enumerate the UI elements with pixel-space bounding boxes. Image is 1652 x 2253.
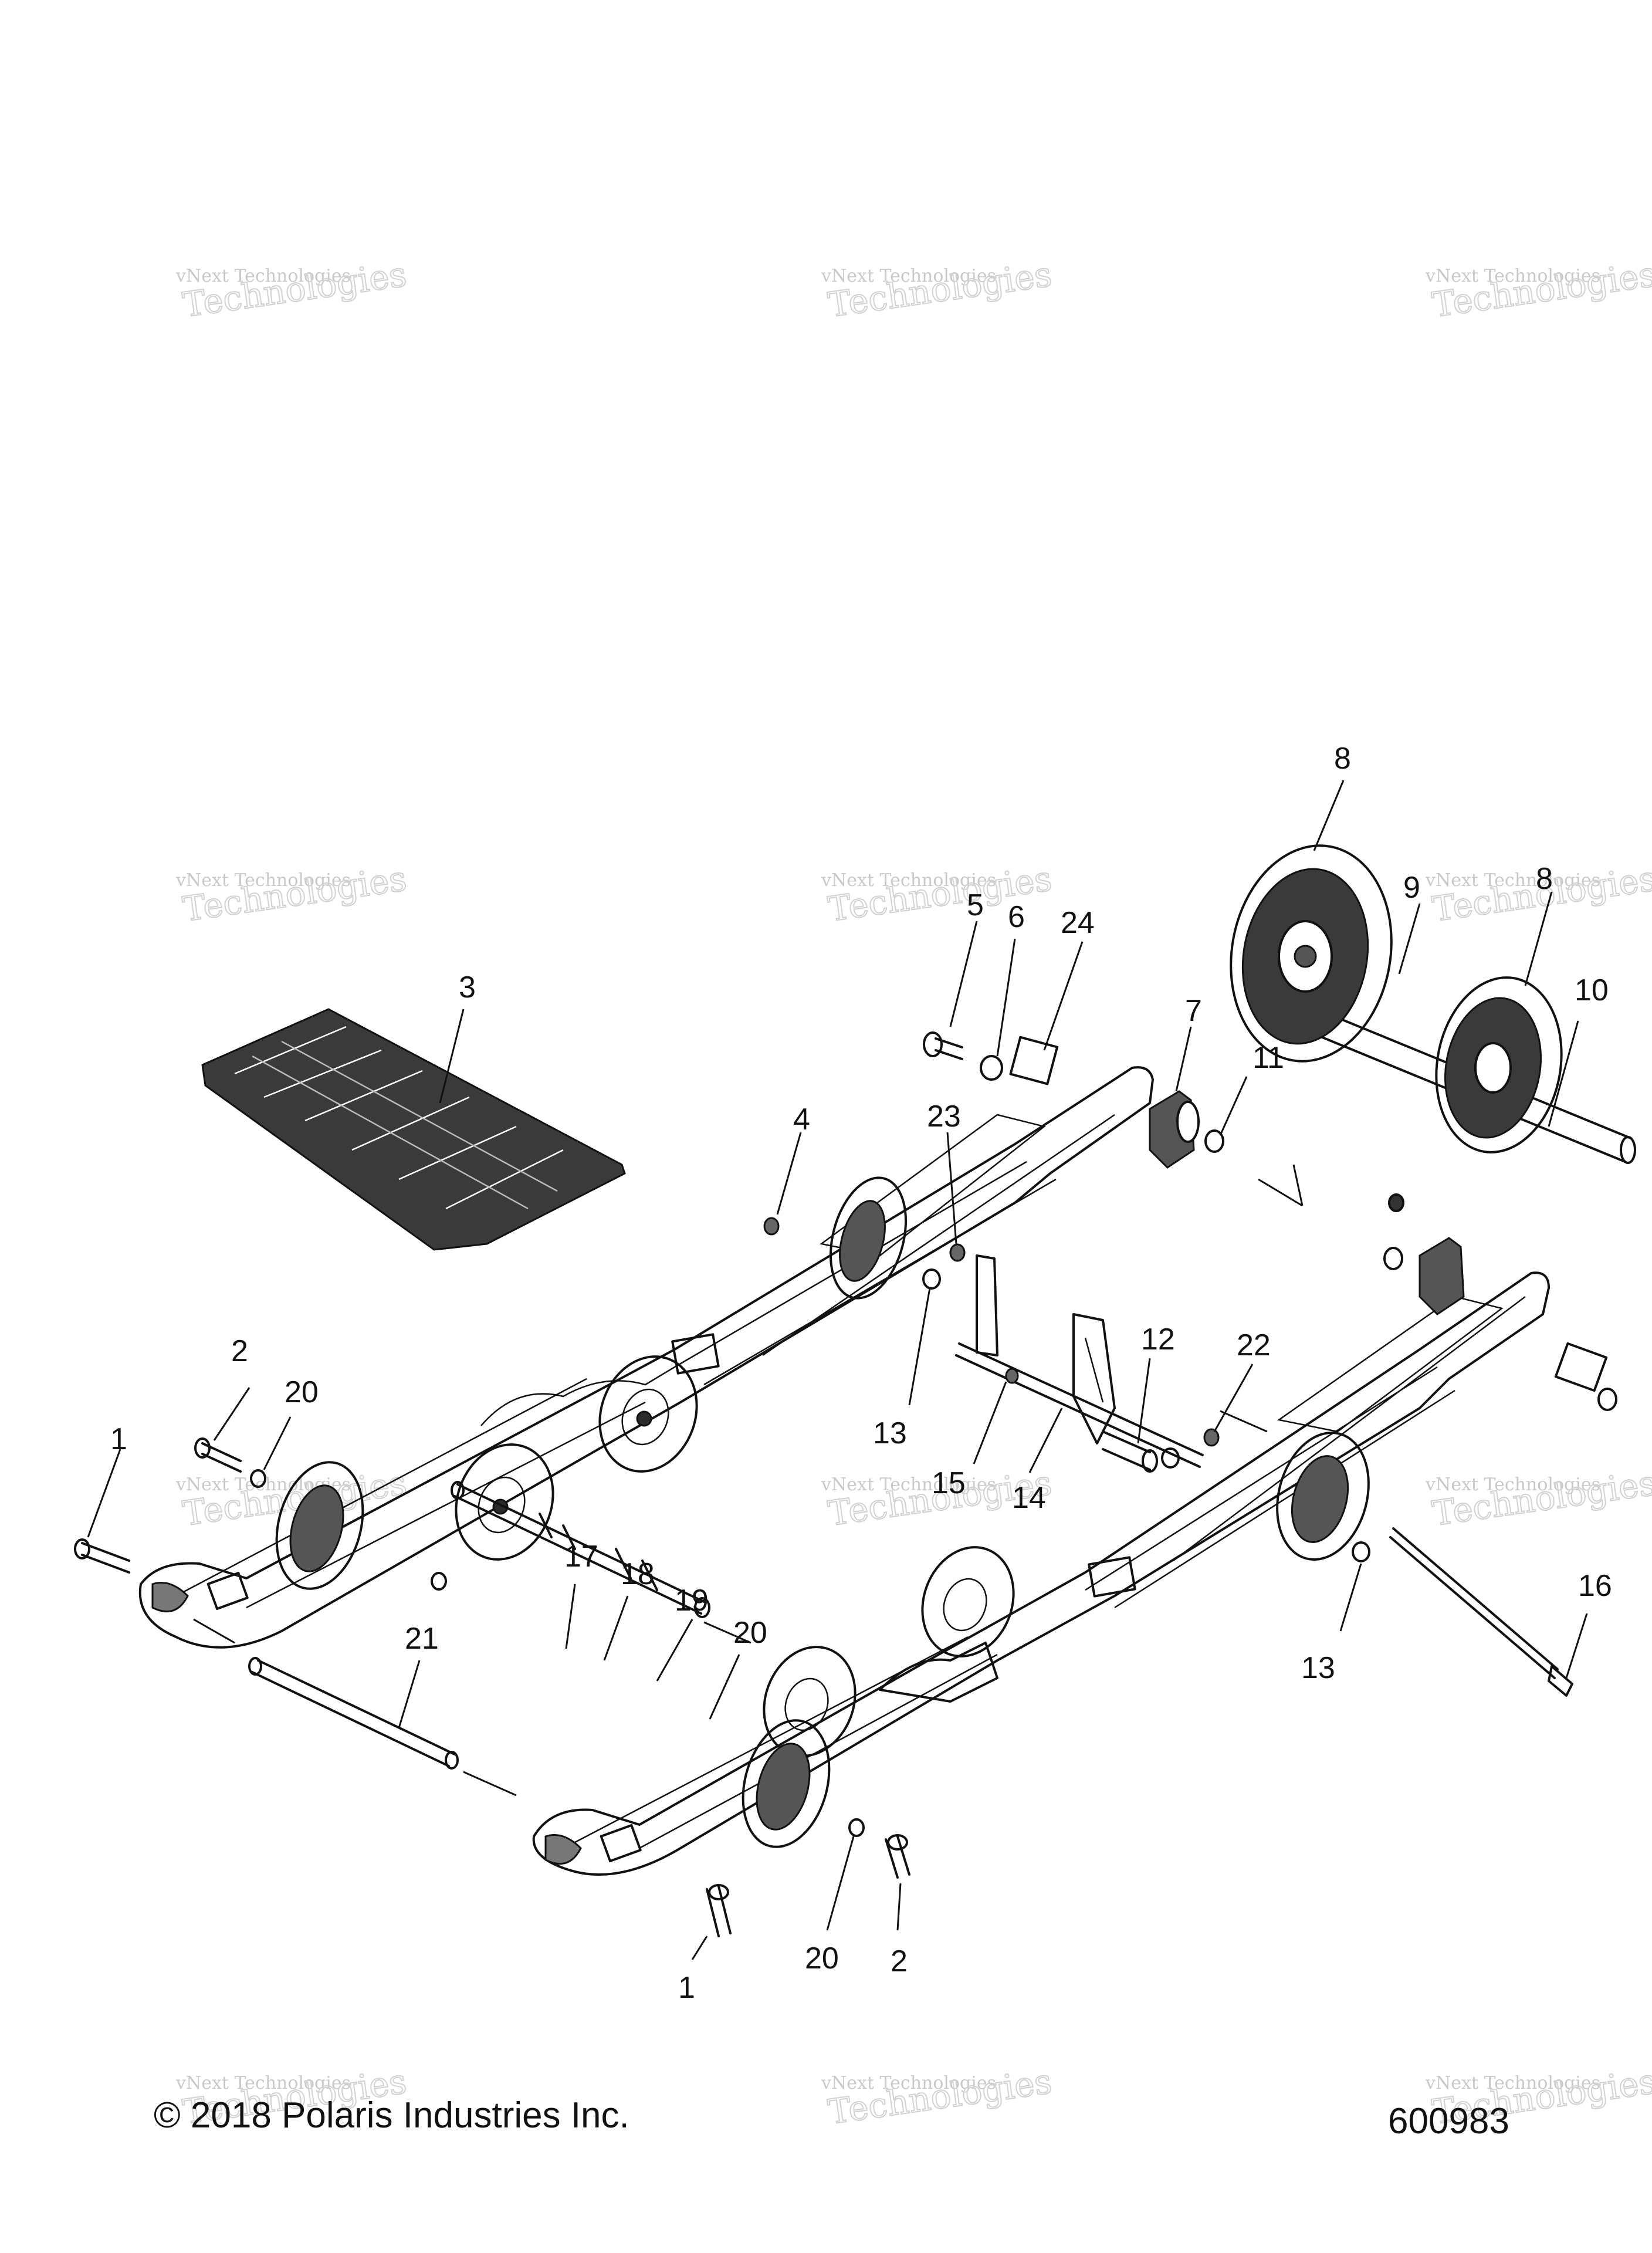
part-3-pad (201, 1008, 626, 1251)
callout-24: 24 (1061, 906, 1095, 940)
callout-3: 3 (459, 970, 476, 1004)
callout-19: 19 (675, 1584, 709, 1618)
part-1-bolt (74, 1538, 130, 1574)
callout-23: 23 (927, 1100, 961, 1134)
watermark-line1: vNext Technologies (175, 266, 351, 286)
part-20-washer (431, 1572, 447, 1591)
watermark-line2: Technologies (180, 858, 409, 929)
watermark-line1: vNext Technologies (821, 266, 996, 286)
callout-10: 10 (1575, 973, 1609, 1007)
callout-17: 17 (564, 1540, 598, 1574)
left-rail (138, 1066, 1154, 1649)
right-rail (532, 1271, 1550, 1876)
watermark-line1: vNext Technologies (1425, 870, 1600, 891)
part-21-tube (248, 1657, 459, 1770)
watermark-line2: Technologies (825, 2061, 1054, 2132)
part-7-hub-lower (1383, 1193, 1617, 1411)
callout-21: 21 (405, 1622, 439, 1656)
copyright-notice: © 2018 Polaris Industries Inc. (154, 2095, 629, 2136)
part-14-crossshaft (955, 1254, 1204, 1473)
part-4-nut (763, 1217, 780, 1236)
leader-lines (87, 780, 1588, 1960)
callout-8: 8 (1334, 742, 1351, 776)
part-2-bolt (194, 1437, 242, 1473)
callout-2: 2 (891, 1944, 908, 1978)
part-1-bolt (706, 1884, 732, 1937)
watermark-line1: vNext Technologies (821, 1474, 996, 1495)
callout-18: 18 (621, 1557, 655, 1591)
watermark: vNext Technologies Technologies (1425, 253, 1652, 326)
part-24-plate (1009, 1036, 1059, 1085)
part-16-bolt (1389, 1527, 1573, 1697)
wheel (763, 1646, 857, 1757)
callout-20: 20 (285, 1375, 319, 1409)
callout-5: 5 (967, 888, 984, 922)
callout-11: 11 (1252, 1041, 1284, 1075)
callout-7: 7 (1185, 994, 1202, 1028)
watermark-line2: Technologies (825, 254, 1054, 325)
part-13-washer (1352, 1541, 1370, 1562)
watermark-line2: Technologies (180, 254, 409, 325)
wheel-8-lower (1435, 976, 1563, 1153)
callout-2: 2 (231, 1334, 248, 1368)
callout-20: 20 (805, 1941, 839, 1975)
part-13-washer (922, 1268, 941, 1290)
callouts: 1 2 20 3 4 5 6 24 8 9 8 10 7 11 23 12 22… (110, 742, 1612, 2005)
watermark-line1: vNext Technologies (1425, 2073, 1600, 2093)
callout-8: 8 (1536, 862, 1553, 896)
watermark: vNext Technologies Technologies (1425, 1462, 1652, 1534)
watermark: vNext Technologies Technologies (821, 253, 1055, 326)
callout-13: 13 (1301, 1651, 1335, 1685)
part-22-nut (1203, 1428, 1220, 1447)
watermark-line1: vNext Technologies (821, 2073, 996, 2093)
watermark-line1: vNext Technologies (1425, 1474, 1600, 1495)
watermark-line1: vNext Technologies (821, 870, 996, 891)
callout-1: 1 (110, 1422, 127, 1456)
part-20-washer (250, 1469, 266, 1488)
callout-16: 16 (1578, 1569, 1612, 1603)
wheel (1276, 1431, 1370, 1561)
callout-12: 12 (1141, 1322, 1175, 1356)
assembly-lines (193, 1164, 1304, 1797)
watermark-line1: vNext Technologies (1425, 266, 1600, 286)
watermark-line1: vNext Technologies (175, 2073, 351, 2093)
part-23-nut (949, 1243, 966, 1262)
callout-20: 20 (733, 1616, 767, 1650)
watermark-line1: vNext Technologies (175, 870, 351, 891)
part-2-bolt (885, 1834, 910, 1879)
watermark: vNext Technologies Technologies (821, 2061, 1055, 2133)
part-17-19-axle (451, 1481, 710, 1618)
part-15-nut (1005, 1368, 1019, 1384)
rear-axle-assembly (1230, 844, 1636, 1164)
callout-15: 15 (932, 1466, 966, 1500)
callout-4: 4 (793, 1102, 810, 1136)
wheel (598, 1355, 698, 1473)
wheel (275, 1461, 364, 1590)
watermark-line2: Technologies (1430, 1463, 1652, 1534)
watermark-line2: Technologies (1430, 254, 1652, 325)
watermark: vNext Technologies Technologies (175, 253, 409, 326)
part-7-hub (1149, 1090, 1224, 1169)
part-13-washer (1161, 1447, 1180, 1469)
part-5-bolt (923, 1031, 963, 1060)
diagram-number: 600983 (1388, 2101, 1509, 2142)
callout-1: 1 (678, 1971, 695, 2005)
callout-6: 6 (1008, 900, 1025, 934)
callout-13: 13 (873, 1416, 907, 1450)
part-20-washer (848, 1818, 865, 1837)
callout-14: 14 (1012, 1481, 1046, 1515)
watermark: vNext Technologies Technologies (175, 858, 409, 930)
callout-22: 22 (1237, 1328, 1271, 1362)
wheel (742, 1719, 831, 1848)
wheel (921, 1546, 1015, 1657)
part-6-washer (980, 1055, 1003, 1081)
wheel-8-upper (1230, 844, 1393, 1063)
wheel (829, 1176, 908, 1300)
callout-9: 9 (1403, 871, 1420, 905)
